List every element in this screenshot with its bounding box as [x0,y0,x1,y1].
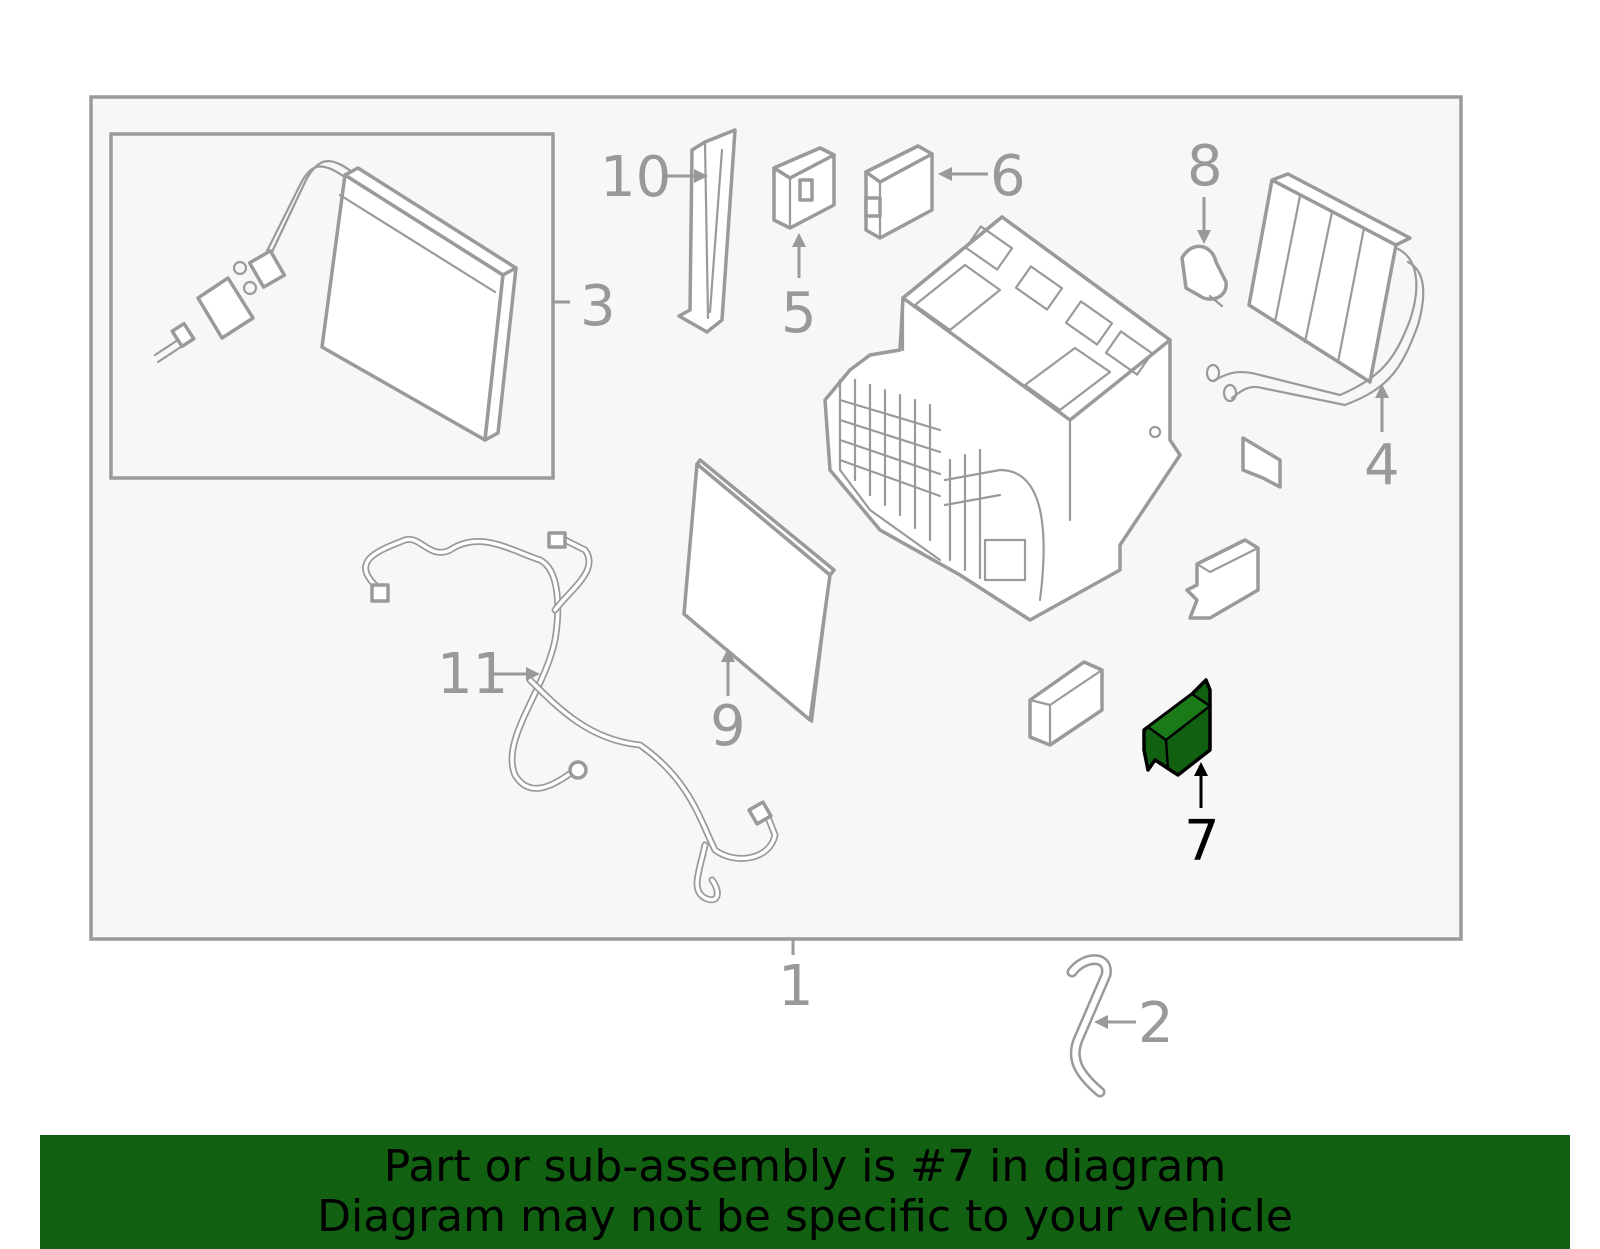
callout-3: 3 [580,274,616,339]
banner-line-2: Diagram may not be specific to your vehi… [317,1191,1293,1242]
part-9-filter [682,458,836,724]
part-5-actuator [772,146,836,230]
part-1-hvac-case [823,215,1182,622]
part-7-highlighted [1142,678,1213,777]
part-3-evaporator [153,160,518,442]
callout-10: 10 [600,145,671,210]
part-8-sensor [1180,244,1228,308]
module-upper [1185,538,1260,620]
part-4-heater-core [1205,172,1425,407]
callout-1: 1 [778,954,814,1019]
part-10-bracket [677,128,737,334]
small-clip [1241,436,1282,489]
banner-line-1: Part or sub-assembly is #7 in diagram [383,1141,1227,1192]
part-11-harness [362,531,779,904]
callout-2: 2 [1138,991,1174,1056]
part-6-actuator [864,144,934,240]
callout-8: 8 [1187,134,1223,199]
leader-lines [494,167,1389,1029]
callout-6: 6 [990,144,1026,209]
callout-4: 4 [1364,433,1400,498]
callout-5: 5 [781,281,817,346]
info-banner: Part or sub-assembly is #7 in diagram Di… [40,1135,1570,1249]
part-2-hose [1066,954,1112,1098]
parts-diagram: 1 2 3 4 5 6 7 8 9 10 11 [89,95,1463,1098]
callout-11: 11 [437,642,508,707]
module-lower [1028,660,1104,747]
callout-9: 9 [710,694,746,759]
callout-7: 7 [1184,809,1220,874]
